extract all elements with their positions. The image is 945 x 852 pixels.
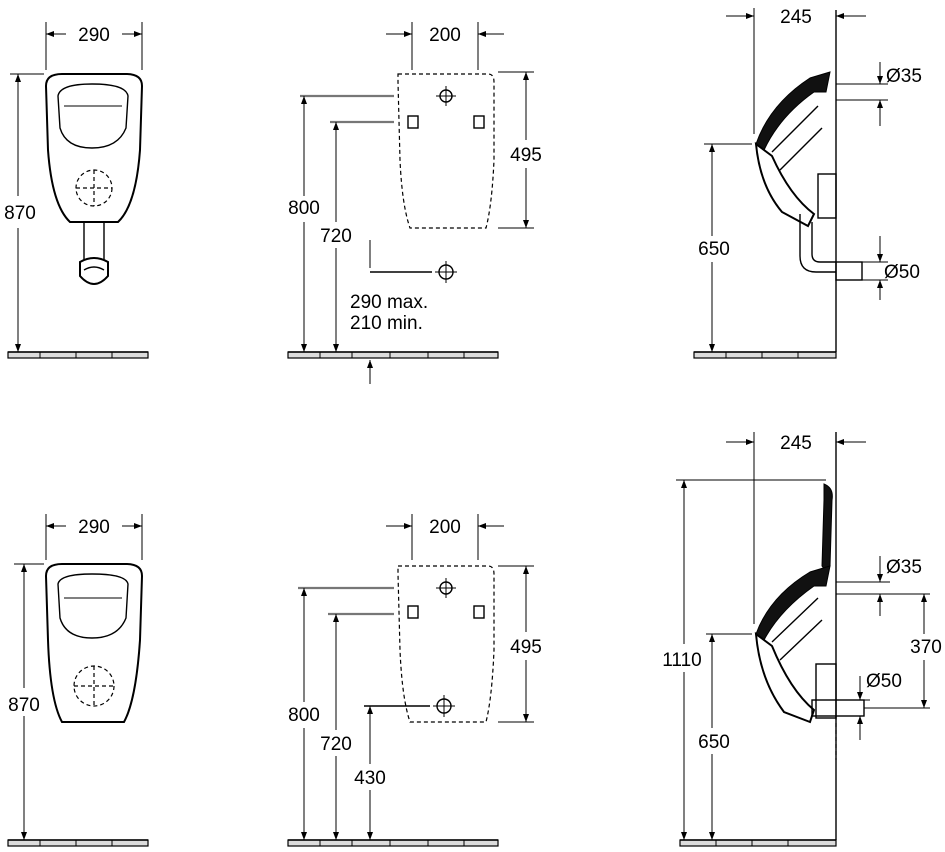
outlet-diameter-label: Ø50 (866, 671, 902, 692)
width-label: 290 (78, 25, 110, 46)
floor-hatch (7, 351, 149, 359)
inlet-diameter-label: Ø35 (886, 66, 922, 87)
outlet-height-label: 720 (320, 734, 352, 755)
floor-hatch (679, 839, 837, 847)
outlet-diameter-label: Ø50 (884, 262, 920, 283)
installation-view-bottom: 200 495 800 720 430 (287, 514, 542, 847)
urinal-side-profile (755, 71, 831, 151)
inlet-diameter-label: Ø35 (886, 557, 922, 578)
front-view-top: 290 870 (4, 22, 149, 359)
height-label: 870 (4, 203, 36, 224)
front-view-bottom: 290 870 (7, 514, 149, 847)
height-upper-label: 495 (510, 637, 542, 658)
inlet-height-label: 800 (288, 198, 320, 219)
inlet-height-label: 800 (288, 705, 320, 726)
floor-hatch (7, 839, 149, 847)
outlet-height-label: 720 (320, 226, 352, 247)
total-height-label: 1110 (662, 650, 701, 671)
installation-view-top: 200 495 800 720 290 max. 210 min. (287, 22, 542, 384)
urinal-outline-dashed (397, 73, 495, 229)
floor-hatch (693, 351, 837, 359)
side-view-top: 245 Ø35 Ø50 650 (693, 7, 922, 359)
width-label: 200 (429, 517, 461, 538)
range-min-label: 210 min. (350, 313, 423, 334)
side-view-bottom: 245 1110 650 Ø35 370 Ø50 (662, 432, 942, 847)
width-label: 200 (429, 25, 461, 46)
depth-label: 245 (780, 433, 812, 454)
urinal-outline-dashed (397, 565, 495, 723)
height-upper-label: 495 (510, 145, 542, 166)
urinal-side-profile (755, 565, 831, 641)
depth-label: 245 (780, 7, 812, 28)
rim-height-label: 650 (698, 239, 730, 260)
width-label: 290 (78, 517, 110, 538)
spacing-label: 370 (910, 637, 942, 658)
height-label: 870 (8, 695, 40, 716)
drain-height-label: 430 (354, 768, 386, 789)
rim-height-label: 650 (698, 732, 730, 753)
urinal-front-outline (44, 563, 144, 723)
range-max-label: 290 max. (350, 292, 428, 313)
floor-ticks (39, 352, 799, 846)
lid (821, 483, 833, 570)
